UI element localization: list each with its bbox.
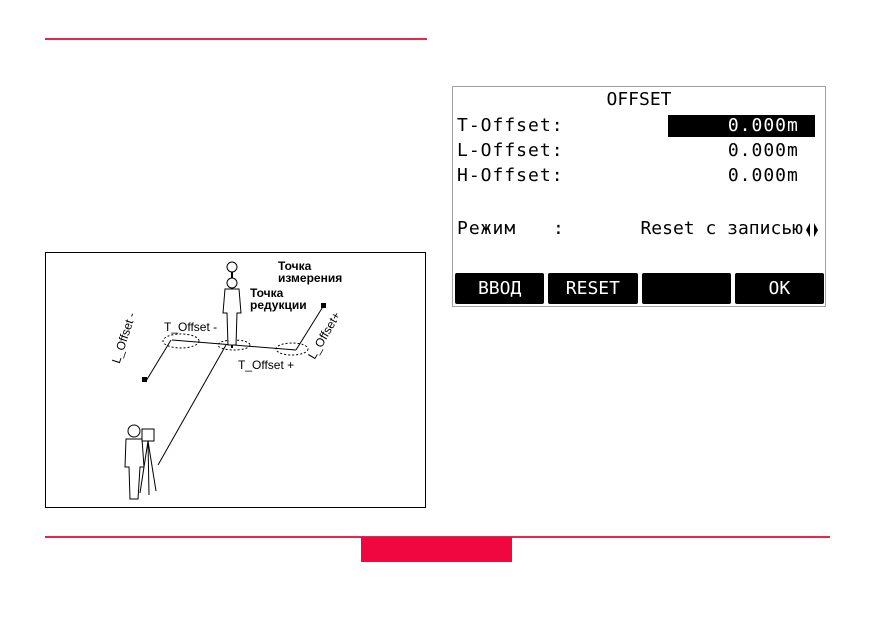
l-offset-minus-line — [145, 339, 172, 382]
prism-icon — [226, 261, 238, 273]
l-offset-row[interactable]: L-Offset: 0.000 m — [457, 140, 819, 162]
rod-person-icon — [222, 288, 242, 346]
arc-left — [162, 333, 200, 349]
l-offset-label: L-Offset: — [457, 140, 564, 161]
mode-value[interactable]: Reset с записью — [640, 218, 803, 239]
mode-row[interactable]: Режим : Reset с записью — [457, 218, 819, 240]
screen-title: OFFSET — [606, 89, 672, 110]
h-offset-label: H-Offset: — [457, 165, 564, 186]
t-offset-label: T-Offset: — [457, 115, 564, 136]
softkey-bar: ВВОД RESET OK — [455, 273, 824, 304]
l-offset-plus-line — [295, 304, 325, 351]
header-rule — [45, 38, 427, 40]
mode-label: Режим — [457, 218, 517, 239]
h-offset-unit: m — [787, 165, 798, 186]
list-arrows-icon[interactable] — [805, 222, 819, 238]
t-offset-plus-label: T_Offset + — [238, 358, 295, 372]
offset-diagram-graphic — [124, 261, 326, 500]
h-offset-row[interactable]: H-Offset: 0.000 m — [457, 165, 819, 187]
t-offset-unit: m — [787, 115, 815, 137]
l-offset-value[interactable]: 0.000 — [727, 140, 787, 161]
softkey-reset[interactable]: RESET — [548, 273, 638, 304]
softkey-enter[interactable]: ВВОД — [455, 273, 545, 304]
total-station-icon — [141, 428, 155, 442]
arc-right — [275, 342, 309, 356]
sight-line — [157, 344, 227, 466]
t-offset-value[interactable]: 0.000 — [667, 115, 787, 137]
page-tab — [361, 537, 512, 562]
mode-separator: : — [553, 218, 565, 239]
offset-screen: OFFSET T-Offset: 0.000 m L-Offset: 0.000… — [452, 86, 826, 307]
surveyor-icon — [124, 438, 145, 500]
h-offset-value[interactable]: 0.000 — [727, 165, 787, 186]
t-offset-minus-label: T_Offset - — [164, 320, 218, 334]
softkey-empty[interactable] — [641, 273, 731, 304]
l-offset-unit: m — [787, 140, 798, 161]
softkey-ok[interactable]: OK — [734, 273, 824, 304]
t-offset-row[interactable]: T-Offset: 0.000 m — [457, 115, 819, 137]
